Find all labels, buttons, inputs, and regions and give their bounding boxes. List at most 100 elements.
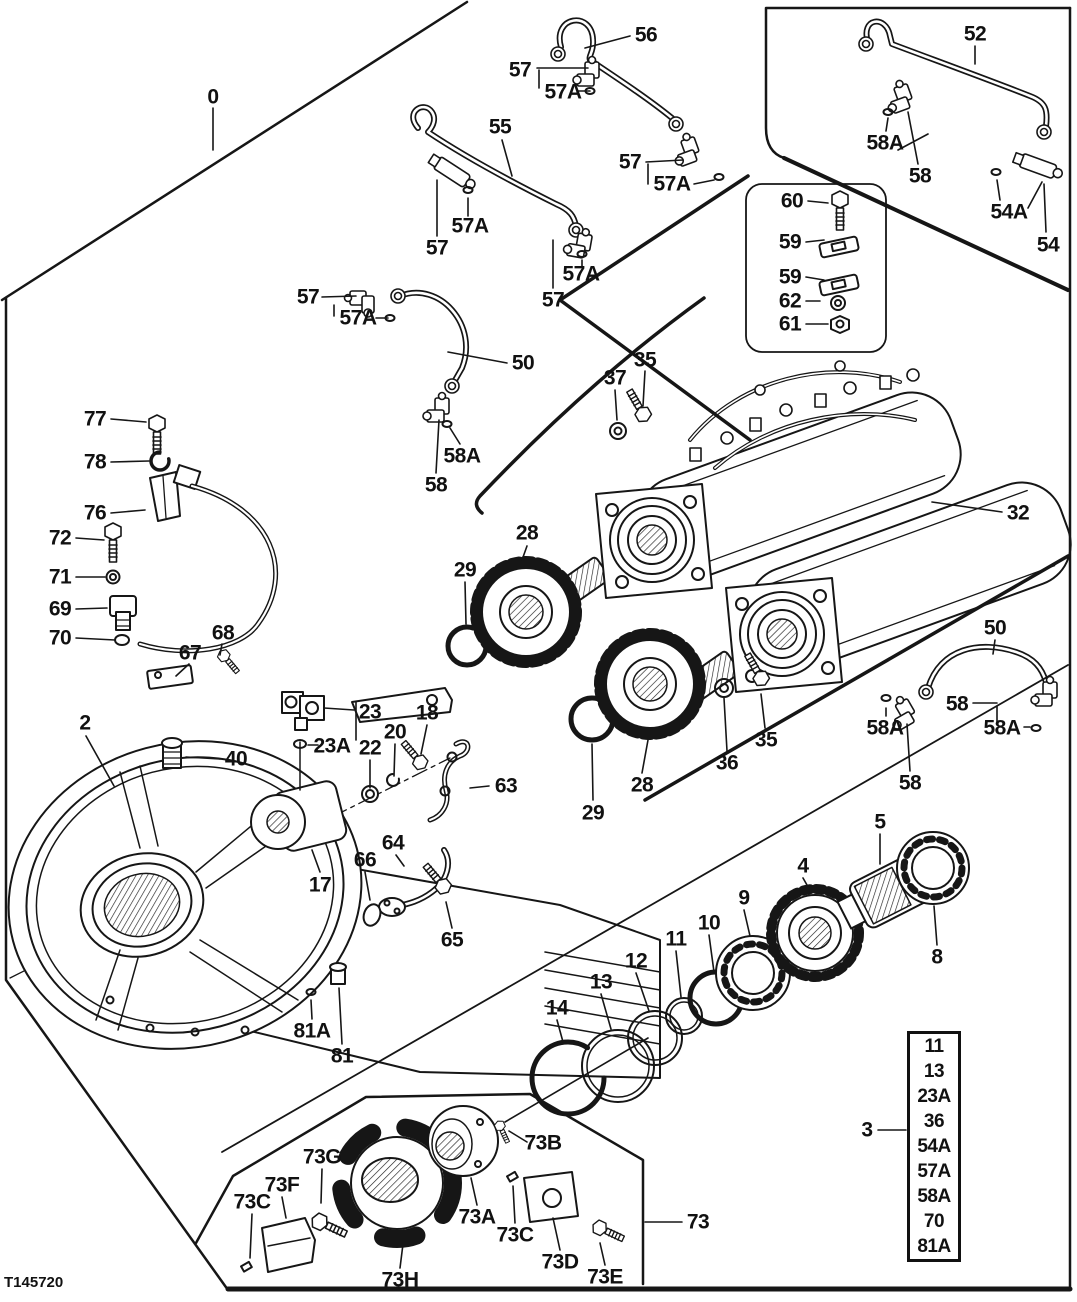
part-label-59: 59	[778, 230, 802, 254]
clamp-group	[745, 183, 887, 353]
part-label-28: 28	[515, 521, 539, 545]
part-label-35: 35	[754, 728, 778, 752]
gear-28b	[594, 628, 706, 740]
flywheel-housing	[7, 740, 363, 1050]
tube-64	[362, 847, 451, 927]
part-label-71: 71	[48, 565, 72, 589]
pipe-50-left	[343, 288, 470, 428]
part-label-54: 54	[1036, 233, 1060, 257]
snap-ring-29b	[568, 695, 616, 743]
part-label-73C: 73C	[233, 1190, 271, 1214]
legend-item: 81A	[917, 1236, 951, 1257]
part-label-69: 69	[48, 597, 72, 621]
part-label-67: 67	[178, 641, 202, 665]
part-label-18: 18	[415, 701, 439, 725]
part-label-73: 73	[686, 1210, 710, 1234]
part-label-58: 58	[908, 164, 932, 188]
part-label-57A: 57A	[562, 262, 600, 286]
part-label-70: 70	[48, 626, 72, 650]
bolt-35a	[622, 386, 655, 426]
part-label-57A: 57A	[339, 306, 377, 330]
part-label-81A: 81A	[293, 1019, 331, 1043]
part-label-58A: 58A	[866, 716, 904, 740]
part-label-29: 29	[581, 801, 605, 825]
plug-81	[305, 962, 347, 996]
snap-ring-29a	[445, 624, 489, 668]
part-label-57A: 57A	[544, 80, 582, 104]
part-label-73B: 73B	[524, 1131, 562, 1155]
pipe-55	[410, 104, 595, 260]
part-label-77: 77	[83, 407, 107, 431]
part-label-20: 20	[383, 720, 407, 744]
part-label-73H: 73H	[381, 1268, 419, 1292]
part-label-3: 3	[861, 1118, 873, 1142]
left-hardware	[104, 414, 279, 690]
part-label-60: 60	[780, 189, 804, 213]
part-label-4: 4	[797, 854, 809, 878]
part-label-68: 68	[211, 621, 235, 645]
legend-item: 70	[923, 1211, 945, 1232]
legend-item: 58A	[917, 1186, 951, 1207]
part-label-54A: 54A	[990, 200, 1028, 224]
part-label-13: 13	[589, 970, 613, 994]
part-label-72: 72	[48, 526, 72, 550]
part-label-14: 14	[545, 996, 569, 1020]
part-label-56: 56	[634, 23, 658, 47]
part-label-73A: 73A	[458, 1205, 496, 1229]
part-label-76: 76	[83, 501, 107, 525]
part-label-73C: 73C	[496, 1223, 534, 1247]
legend-item: 57A	[917, 1161, 951, 1182]
part-label-66: 66	[353, 848, 377, 872]
part-label-57: 57	[296, 285, 320, 309]
legend-item: 13	[923, 1061, 945, 1082]
pipe-56	[550, 17, 725, 181]
part-label-23: 23	[358, 700, 382, 724]
part-label-50: 50	[511, 351, 535, 375]
part-label-81: 81	[330, 1044, 354, 1068]
part-label-57A: 57A	[451, 214, 489, 238]
coupling-group-73	[240, 1105, 627, 1273]
part-label-22: 22	[358, 736, 382, 760]
part-label-28: 28	[630, 773, 654, 797]
part-label-5: 5	[874, 810, 886, 834]
part-label-35: 35	[633, 348, 657, 372]
part-label-11: 11	[665, 927, 687, 951]
legend-box: 11 13 23A 36 54A 57A 58A 70 81A	[907, 1031, 961, 1262]
part-label-36: 36	[715, 751, 739, 775]
legend-item: 23A	[917, 1086, 951, 1107]
legend-item: 54A	[917, 1136, 951, 1157]
ring-20	[386, 773, 400, 787]
part-label-57A: 57A	[653, 172, 691, 196]
part-label-59: 59	[778, 265, 802, 289]
part-label-17: 17	[308, 873, 332, 897]
pilot-pump-17	[250, 741, 348, 852]
part-label-58A: 58A	[443, 444, 481, 468]
part-label-57: 57	[425, 236, 449, 260]
legend-item: 11	[924, 1036, 944, 1057]
part-label-63: 63	[494, 774, 518, 798]
part-label-58A: 58A	[983, 716, 1021, 740]
washer-36	[714, 678, 734, 698]
part-label-12: 12	[624, 949, 648, 973]
leader-lines	[75, 35, 1047, 1269]
part-label-29: 29	[453, 558, 477, 582]
part-label-57: 57	[508, 58, 532, 82]
drawing-number: T145720	[4, 1274, 64, 1291]
part-label-40: 40	[224, 747, 248, 771]
part-label-58: 58	[945, 692, 969, 716]
part-label-32: 32	[1006, 501, 1030, 525]
part-label-23A: 23A	[313, 734, 351, 758]
part-label-73E: 73E	[587, 1265, 623, 1289]
part-label-2: 2	[79, 711, 91, 735]
part-label-50: 50	[983, 616, 1007, 640]
washer-37	[609, 422, 627, 440]
part-label-52: 52	[963, 22, 987, 46]
part-label-9: 9	[738, 886, 750, 910]
part-label-58: 58	[424, 473, 448, 497]
shaft-chain	[529, 831, 970, 1117]
pipe-52	[858, 18, 1064, 179]
part-label-0: 0	[207, 85, 219, 109]
